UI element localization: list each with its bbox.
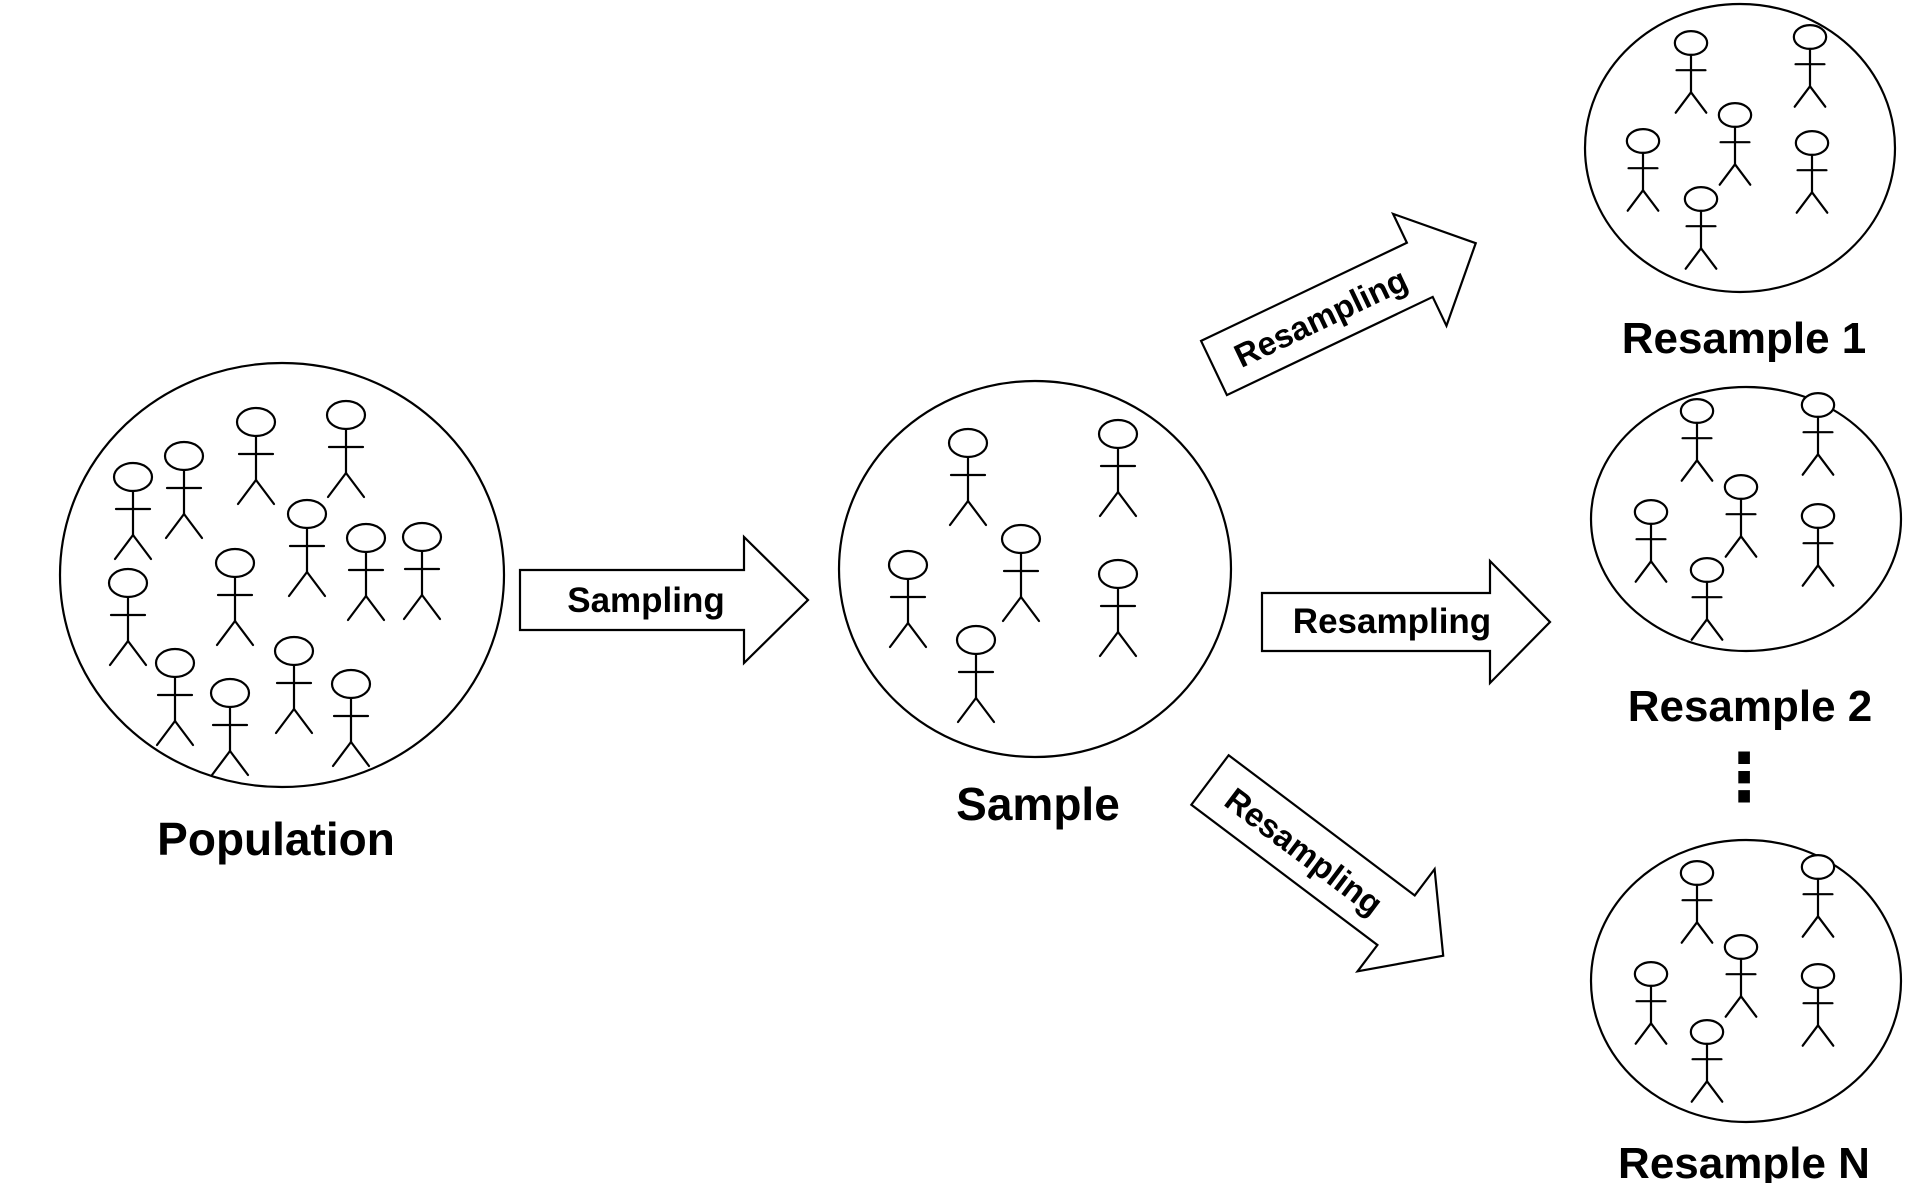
population-stick-figure: [325, 399, 367, 499]
resampling-arrow-1-shape: [1199, 211, 1478, 397]
resampling-arrow-2-label: Resampling: [1293, 602, 1491, 641]
resample-stick-figure: [1633, 960, 1669, 1045]
resample-n-circle: [1589, 838, 1903, 1124]
sample-stick-figure: [1000, 523, 1042, 623]
resampling-arrow-2-shape: [1260, 558, 1552, 686]
sampling-arrow-shape: [518, 534, 810, 666]
population-stick-figure: [401, 521, 443, 621]
resample-2-circle: [1589, 385, 1903, 653]
sample-stick-figure: [1097, 418, 1139, 518]
sample-circle: [837, 379, 1233, 759]
population-label: Population: [157, 813, 395, 865]
resample-2-group: Resample 2: [1589, 385, 1903, 731]
sample-stick-figure: [887, 549, 929, 649]
sample-group: Sample: [837, 379, 1233, 830]
resample-stick-figure: [1633, 499, 1669, 583]
resample-2-figures: [1633, 392, 1836, 641]
population-stick-figure: [112, 461, 154, 561]
resampling-arrow-3: Resampling: [1189, 753, 1445, 973]
resampling-arrow-2: Resampling: [1260, 558, 1552, 686]
sample-stick-figure: [947, 427, 989, 527]
resample-stick-figure: [1689, 556, 1725, 641]
population-stick-figure: [214, 547, 256, 647]
resample-stick-figure: [1625, 128, 1661, 212]
resample-1-label: Resample 1: [1622, 314, 1867, 363]
sample-label: Sample: [956, 778, 1120, 830]
sample-figures: [887, 418, 1139, 724]
resample-stick-figure: [1723, 933, 1759, 1018]
resample-stick-figure: [1800, 962, 1836, 1047]
resample-stick-figure: [1800, 392, 1836, 476]
resample-stick-figure: [1723, 474, 1759, 558]
population-figures: [107, 399, 443, 777]
resample-2-label: Resample 2: [1628, 682, 1873, 731]
resample-stick-figure: [1800, 853, 1836, 938]
resampling-arrow-3-label: Resampling: [1218, 780, 1390, 922]
population-stick-figure: [273, 635, 315, 735]
population-group: Population: [58, 361, 506, 865]
resample-stick-figure: [1683, 186, 1719, 270]
sample-stick-figure: [1097, 558, 1139, 658]
resample-stick-figure: [1673, 30, 1709, 114]
resample-n-group: Resample N: [1589, 838, 1903, 1183]
resample-n-label: Resample N: [1618, 1139, 1870, 1183]
resample-1-figures: [1625, 24, 1830, 270]
sampling-arrow: Sampling: [518, 534, 810, 666]
resampling-arrow-1: Resampling: [1199, 211, 1478, 397]
resample-stick-figure: [1792, 24, 1828, 108]
population-stick-figure: [345, 522, 387, 622]
population-circle: [58, 361, 506, 789]
resample-stick-figure: [1794, 130, 1830, 214]
population-stick-figure: [235, 406, 277, 506]
population-stick-figure: [330, 668, 372, 768]
population-stick-figure: [154, 647, 196, 747]
population-stick-figure: [107, 567, 149, 667]
sample-stick-figure: [955, 624, 997, 724]
resample-stick-figure: [1717, 101, 1753, 186]
population-stick-figure: [286, 498, 328, 598]
sampling-arrow-label: Sampling: [567, 581, 725, 620]
resample-stick-figure: [1679, 398, 1715, 482]
resampling-arrow-3-shape: [1189, 753, 1445, 973]
resample-1-group: Resample 1: [1583, 2, 1897, 363]
resample-n-figures: [1633, 853, 1836, 1103]
population-stick-figure: [209, 677, 251, 777]
resample-1-circle: [1583, 2, 1897, 294]
ellipsis-dots: ⋮: [1711, 740, 1777, 814]
resample-stick-figure: [1800, 503, 1836, 587]
resample-stick-figure: [1689, 1018, 1725, 1103]
resample-stick-figure: [1679, 859, 1715, 944]
population-stick-figure: [163, 440, 205, 540]
